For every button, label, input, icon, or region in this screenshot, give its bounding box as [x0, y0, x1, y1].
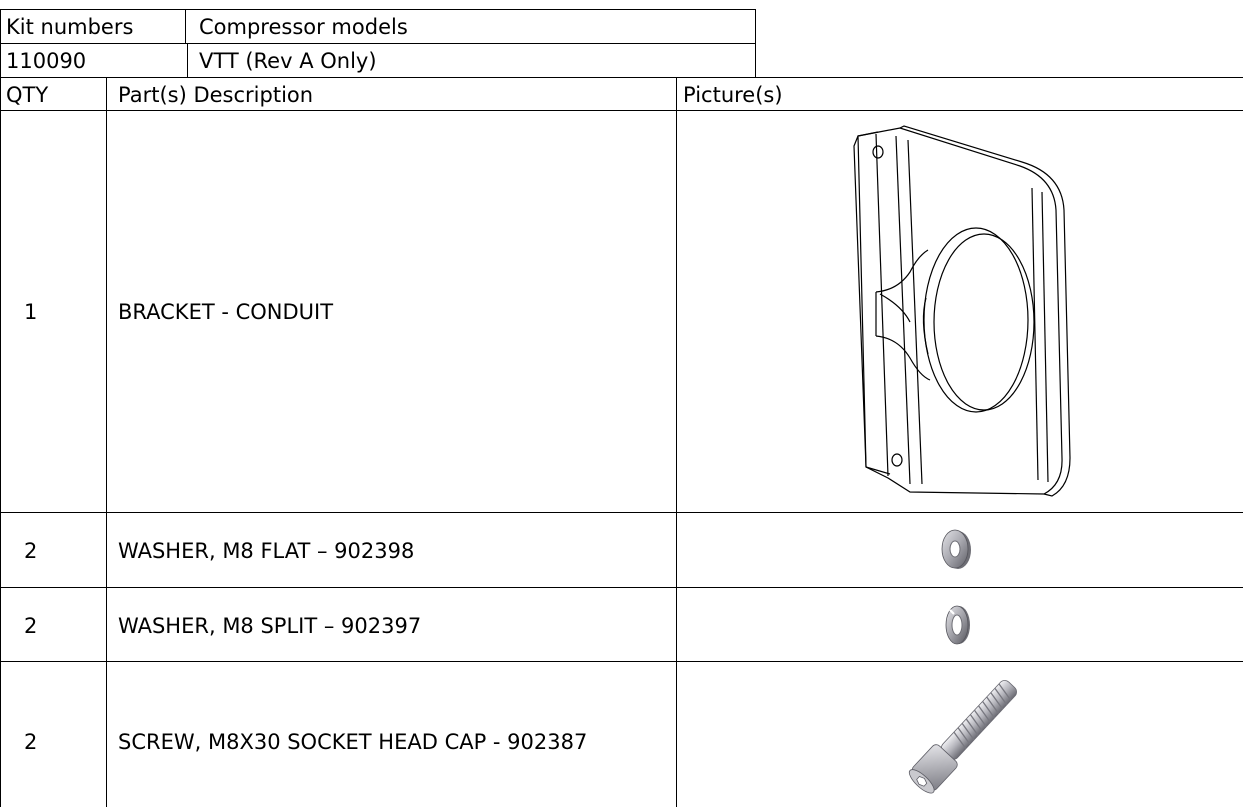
kit-table-right-border: [755, 9, 756, 77]
kit-number-value: 110090: [6, 49, 87, 73]
parts-table-top-border: [0, 77, 1243, 78]
kit-table-left-border: [0, 9, 1, 77]
row-description: WASHER, M8 SPLIT – 902397: [118, 614, 422, 638]
kit-table-divider-2: [187, 44, 188, 77]
row-description: BRACKET - CONDUIT: [118, 300, 334, 324]
description-column-divider: [676, 77, 677, 807]
kit-table-divider-1: [185, 9, 186, 44]
flat-washer-icon: [940, 528, 974, 572]
row-3-bottom-border: [0, 661, 1243, 662]
qty-header: QTY: [6, 83, 49, 107]
kit-numbers-header: Kit numbers: [6, 15, 134, 39]
parts-header-bottom-border: [0, 110, 1243, 111]
row-1-bottom-border: [0, 512, 1243, 513]
kit-table-mid-border: [0, 43, 756, 44]
row-2-bottom-border: [0, 587, 1243, 588]
qty-column-divider: [106, 77, 107, 807]
compressor-model-value: VTT (Rev A Only): [199, 49, 377, 73]
row-description: SCREW, M8X30 SOCKET HEAD CAP - 902387: [118, 730, 588, 754]
kit-table-top-border: [0, 9, 756, 10]
bracket-conduit-icon: [850, 122, 1080, 504]
socket-head-cap-screw-icon: [898, 668, 1030, 804]
picture-header: Picture(s): [683, 83, 783, 107]
row-qty: 2: [24, 614, 38, 638]
compressor-models-header: Compressor models: [199, 15, 408, 39]
split-washer-icon: [944, 602, 972, 648]
row-qty: 2: [24, 539, 38, 563]
row-description: WASHER, M8 FLAT – 902398: [118, 539, 415, 563]
row-qty: 1: [24, 300, 38, 324]
description-header: Part(s) Description: [118, 83, 314, 107]
row-qty: 2: [24, 730, 38, 754]
parts-table-left-border: [0, 77, 1, 807]
